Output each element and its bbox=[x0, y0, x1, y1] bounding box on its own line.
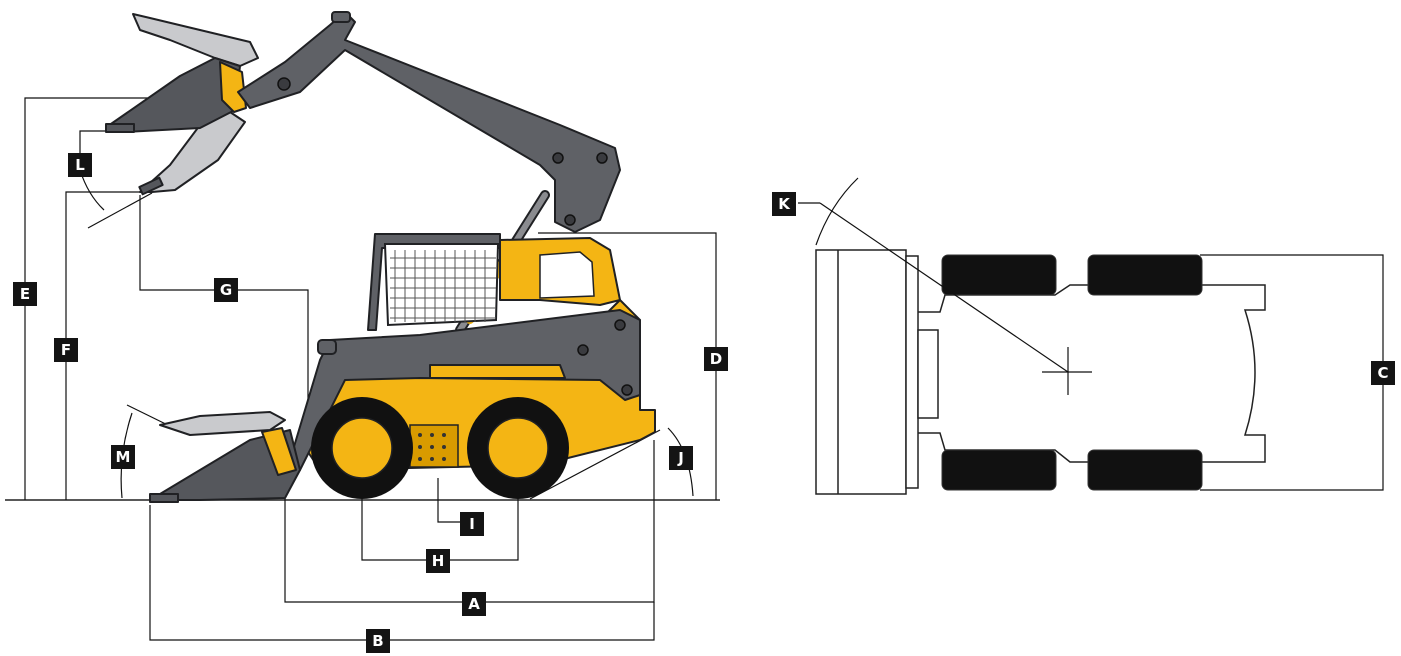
label-G-text: G bbox=[220, 281, 232, 299]
label-C: C bbox=[1371, 361, 1395, 385]
label-E-text: E bbox=[20, 285, 30, 303]
label-E: E bbox=[13, 282, 37, 306]
top-wheel-front-left bbox=[941, 254, 1057, 296]
lowered-bucket bbox=[149, 411, 301, 503]
side-view: A B D E F G H I bbox=[5, 11, 728, 653]
top-wheel-rear-left bbox=[1087, 254, 1203, 296]
top-bucket-mount bbox=[905, 255, 919, 489]
label-J-text: J bbox=[677, 449, 684, 467]
label-A-text: A bbox=[468, 595, 480, 613]
label-D: D bbox=[704, 347, 728, 371]
label-A: A bbox=[462, 592, 486, 616]
lift-arm-lowered bbox=[289, 309, 641, 471]
label-H: H bbox=[426, 549, 450, 573]
label-L: L bbox=[68, 153, 92, 177]
label-D-text: D bbox=[710, 350, 722, 368]
label-L-text: L bbox=[75, 156, 85, 174]
label-F-text: F bbox=[61, 341, 71, 359]
label-K: K bbox=[772, 192, 796, 216]
raised-bucket bbox=[105, 13, 259, 196]
label-C-text: C bbox=[1377, 364, 1388, 382]
label-I: I bbox=[460, 512, 484, 536]
top-wheel-front-right bbox=[941, 449, 1057, 491]
top-body-outline bbox=[918, 284, 1266, 463]
label-B: B bbox=[366, 629, 390, 653]
top-wheel-rear-right bbox=[1087, 449, 1203, 491]
label-I-text: I bbox=[469, 515, 475, 533]
top-bucket bbox=[815, 249, 907, 495]
top-view: C K bbox=[772, 177, 1395, 495]
label-J: J bbox=[669, 446, 693, 470]
label-K-text: K bbox=[778, 195, 791, 213]
label-H-text: H bbox=[432, 552, 445, 570]
lift-arm-raised bbox=[237, 11, 621, 233]
label-M-text: M bbox=[116, 448, 131, 466]
label-B-text: B bbox=[372, 632, 383, 650]
cab bbox=[367, 233, 621, 331]
label-M: M bbox=[111, 445, 135, 469]
cab-grille bbox=[390, 250, 496, 322]
label-G: G bbox=[214, 278, 238, 302]
wheels bbox=[311, 397, 569, 499]
label-F: F bbox=[54, 338, 78, 362]
